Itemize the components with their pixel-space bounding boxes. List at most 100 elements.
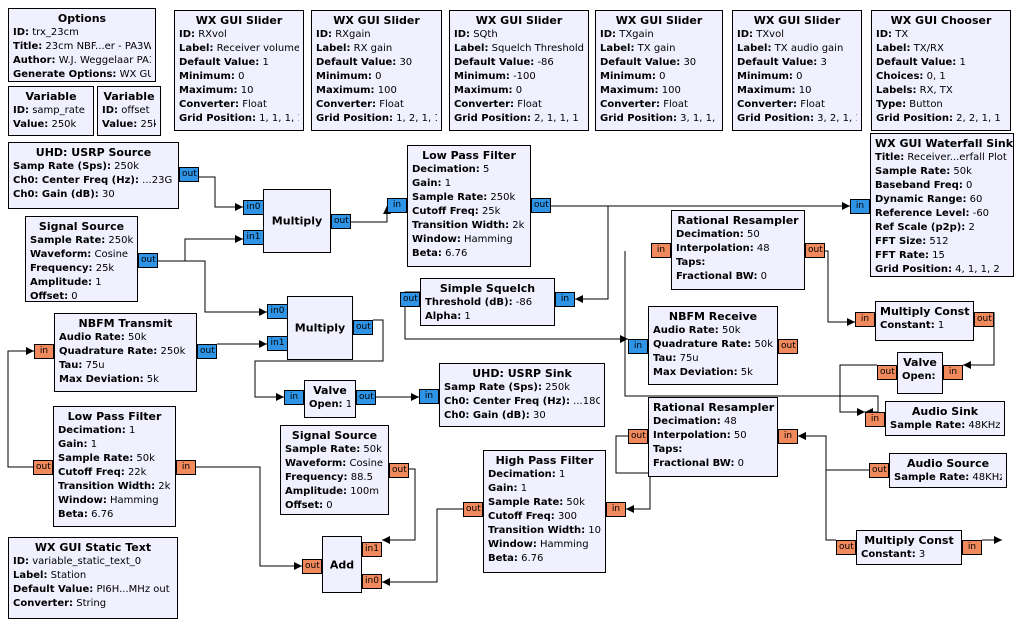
port-in[interactable]: in [943, 365, 963, 380]
port-out[interactable]: out [400, 292, 420, 307]
connection-wire [158, 238, 243, 262]
param-sample-rate: Sample Rate: 250k [30, 235, 133, 246]
port-in0[interactable]: in0 [267, 304, 288, 319]
port-in[interactable]: in [778, 429, 798, 444]
param-sample-rate: Sample Rate: 48KHz [894, 472, 1002, 483]
port-in[interactable]: in [628, 339, 648, 354]
port-out[interactable]: out [356, 390, 376, 405]
port-out[interactable]: out [179, 167, 199, 182]
param-id: ID: TXvol [737, 29, 784, 40]
port-out[interactable]: out [805, 243, 825, 258]
arrow-head [411, 393, 419, 401]
block-title: WX GUI Slider [615, 14, 703, 27]
port-in[interactable]: in [555, 292, 575, 307]
block-multiply1[interactable]: Multiply [263, 189, 331, 253]
port-out[interactable]: out [353, 320, 373, 335]
arrow-head [26, 347, 34, 355]
param-maximum: Maximum: 100 [316, 85, 397, 96]
param-default-value: Default Value: 3 [737, 57, 827, 68]
port-out[interactable]: out [302, 559, 322, 574]
param-transition-width: Transition Width: 2k [58, 481, 171, 492]
block-title: Multiply [271, 214, 323, 228]
port-out[interactable]: out [331, 214, 351, 229]
port-in[interactable]: in [284, 390, 304, 405]
param-beta: Beta: 6.76 [412, 248, 468, 259]
param-decimation: Decimation: 1 [488, 469, 566, 480]
port-in1[interactable]: in1 [243, 230, 264, 245]
port-in[interactable]: in [176, 460, 196, 475]
param-transition-width: Transition Width: 2k [412, 220, 525, 231]
port-out[interactable]: out [877, 365, 897, 380]
block-title: Variable [25, 90, 77, 103]
param-default-value: Default Value: 1 [179, 57, 269, 68]
port-in[interactable]: in [865, 412, 885, 427]
port-in[interactable]: in [606, 502, 626, 517]
port-out[interactable]: out [389, 463, 409, 478]
port-out[interactable]: out [463, 502, 483, 517]
param-value: Value: 250k [13, 119, 77, 130]
port-out[interactable]: out [138, 253, 158, 268]
param-taps: Taps: [653, 444, 683, 455]
port-in[interactable]: in [651, 243, 671, 258]
block-multiply2[interactable]: Multiply [287, 296, 353, 360]
block-title: Variable [103, 90, 155, 103]
block-title: WX GUI Waterfall Sink [875, 137, 1014, 150]
port-in[interactable]: in [419, 389, 439, 404]
param-default-value: Default Value: -86 [454, 57, 554, 68]
port-in0[interactable]: in0 [362, 574, 382, 589]
connection-wire [382, 508, 463, 583]
port-out[interactable]: out [869, 463, 889, 478]
port-out[interactable]: out [197, 344, 217, 359]
port-out[interactable]: out [628, 429, 648, 444]
block-title: Low Pass Filter [67, 410, 162, 423]
port-out[interactable]: out [531, 198, 551, 213]
block-title: UHD: USRP Sink [472, 367, 572, 380]
port-out[interactable]: out [974, 312, 994, 327]
param-ch0-gain-db: Ch0: Gain (dB): 30 [444, 410, 546, 421]
port-in[interactable]: in [387, 198, 407, 213]
port-out[interactable]: out [836, 540, 856, 555]
connection-wire [798, 435, 869, 471]
block-add[interactable]: Add [322, 536, 362, 593]
port-in1[interactable]: in1 [267, 336, 288, 351]
port-out[interactable]: out [778, 339, 798, 354]
port-in1[interactable]: in1 [362, 542, 382, 557]
port-in[interactable]: in [34, 344, 54, 359]
port-in[interactable]: in [850, 199, 870, 214]
port-in[interactable]: in [962, 540, 982, 555]
port-in0[interactable]: in0 [243, 200, 264, 215]
param-default-value: Default Value: 1 [876, 57, 966, 68]
param-open: Open: 1 [309, 399, 351, 410]
port-in[interactable]: in [855, 312, 875, 327]
port-out[interactable]: out [33, 460, 53, 475]
